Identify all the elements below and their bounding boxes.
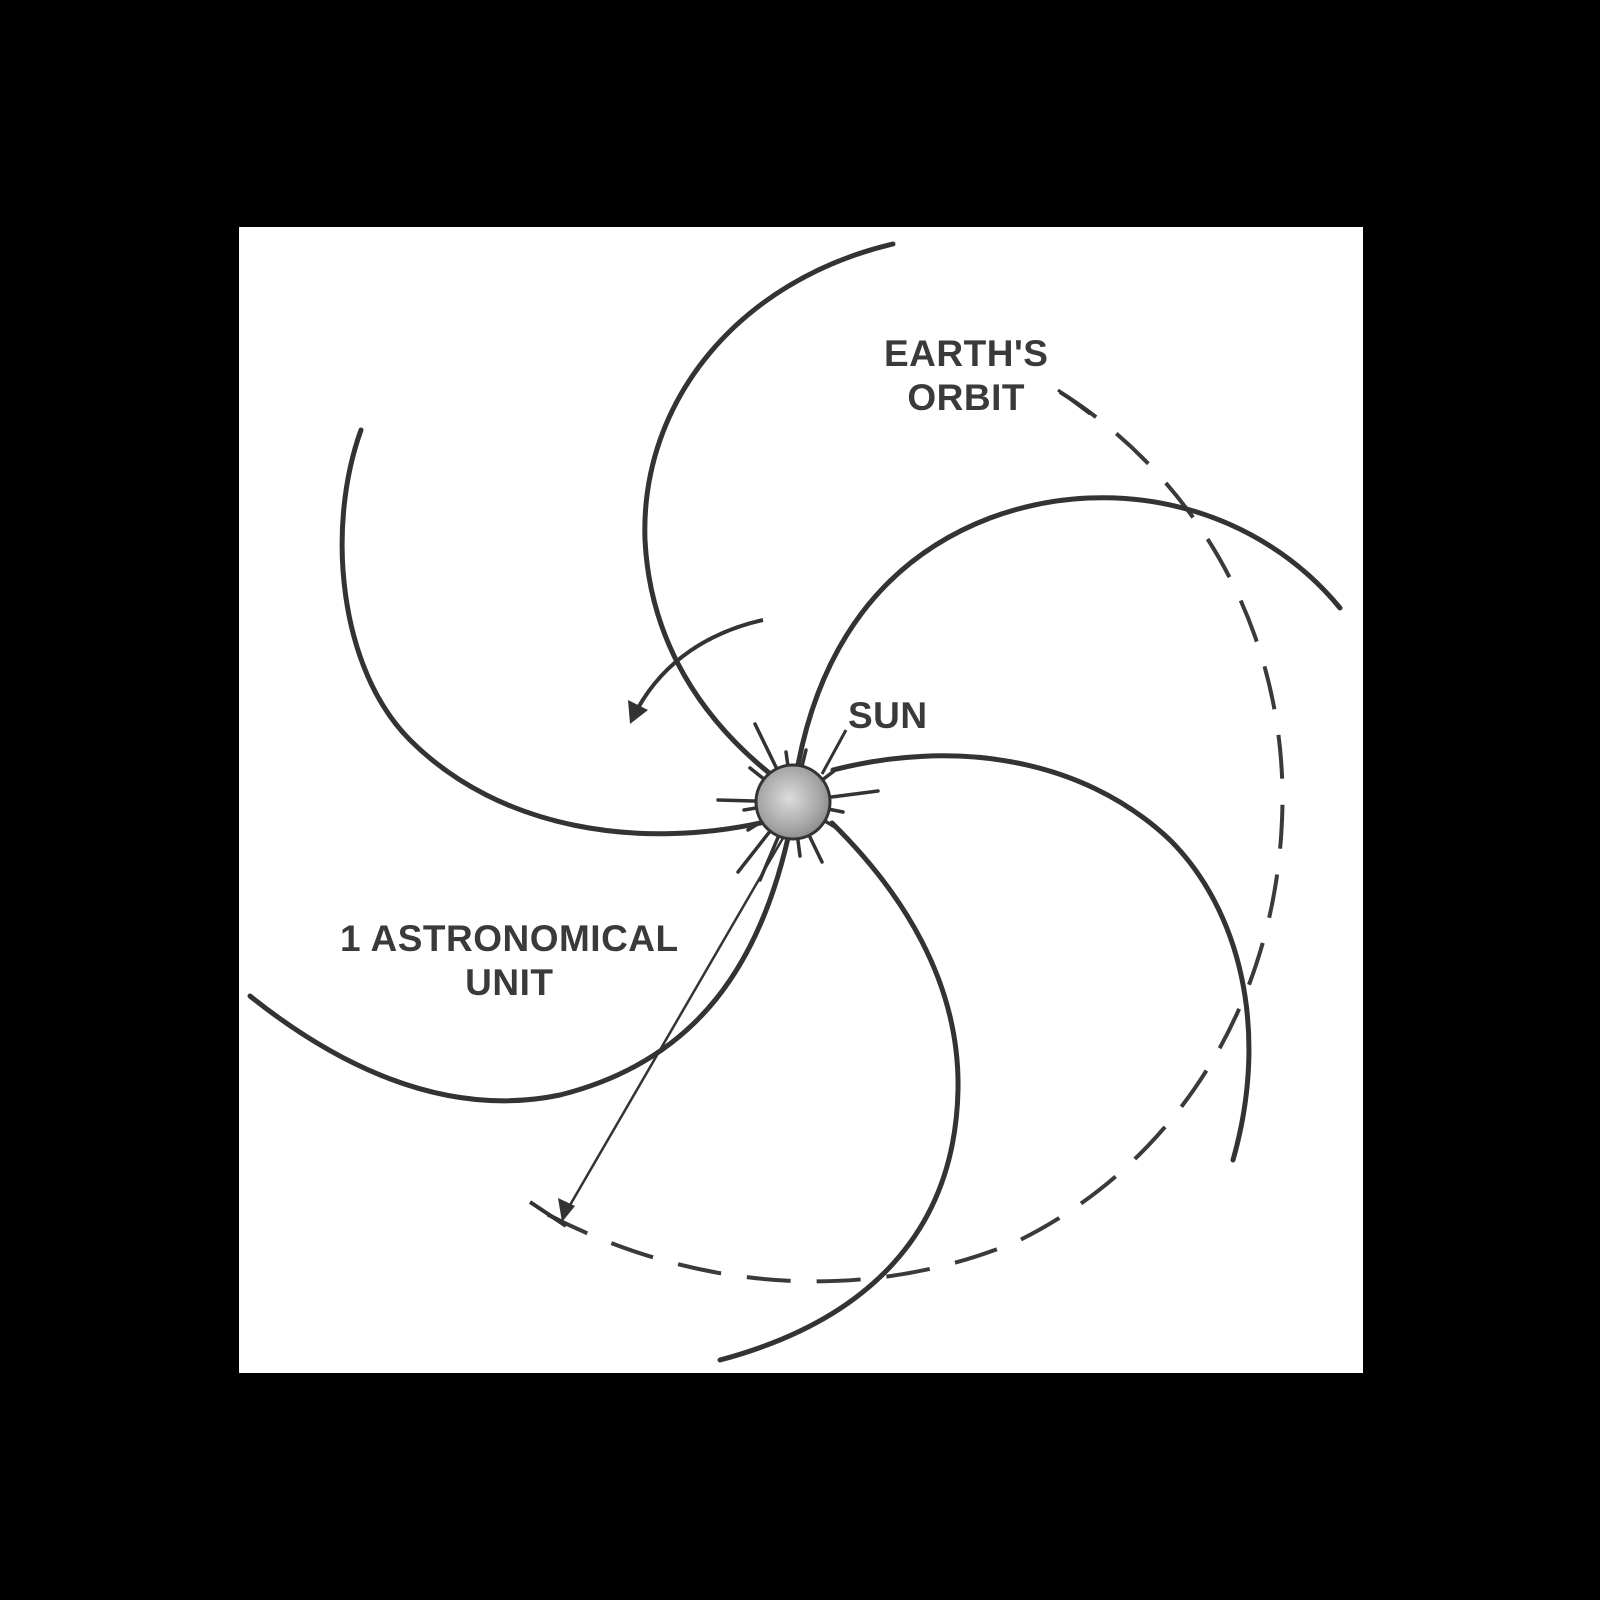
spiral-arm-lower-right xyxy=(830,753,1252,1163)
spiral-arm-right xyxy=(795,495,1343,768)
spiral-arm-lower-left xyxy=(247,835,791,1104)
astronomical-unit-label-line2: UNIT xyxy=(465,962,554,1003)
astronomical-unit-arrow xyxy=(528,837,785,1228)
sun-label: SUN xyxy=(848,695,928,736)
rotation-arrow xyxy=(628,618,764,724)
earths-orbit-label: EARTH'S ORBIT xyxy=(884,332,1048,420)
earths-orbit-dashed-line xyxy=(529,390,1285,1284)
spiral-arm-upper-left xyxy=(339,427,768,837)
earths-orbit-label-line1: EARTH'S xyxy=(884,333,1049,374)
spiral-field-lines xyxy=(247,241,1343,1363)
orbit-leader-line xyxy=(1057,388,1091,416)
earths-orbit-label-line2: ORBIT xyxy=(907,377,1026,418)
diagram-panel: EARTH'S ORBIT SUN 1 ASTRONOMICAL UNIT xyxy=(239,227,1363,1373)
sun-leader-line xyxy=(820,729,848,775)
spiral-arm-bottom xyxy=(717,820,961,1363)
astronomical-unit-label: 1 ASTRONOMICAL UNIT xyxy=(340,917,679,1005)
parker-spiral-diagram xyxy=(247,241,1343,1363)
astronomical-unit-label-line1: 1 ASTRONOMICAL xyxy=(340,918,679,959)
spiral-arm-top xyxy=(642,241,896,783)
sun-icon xyxy=(754,763,832,841)
